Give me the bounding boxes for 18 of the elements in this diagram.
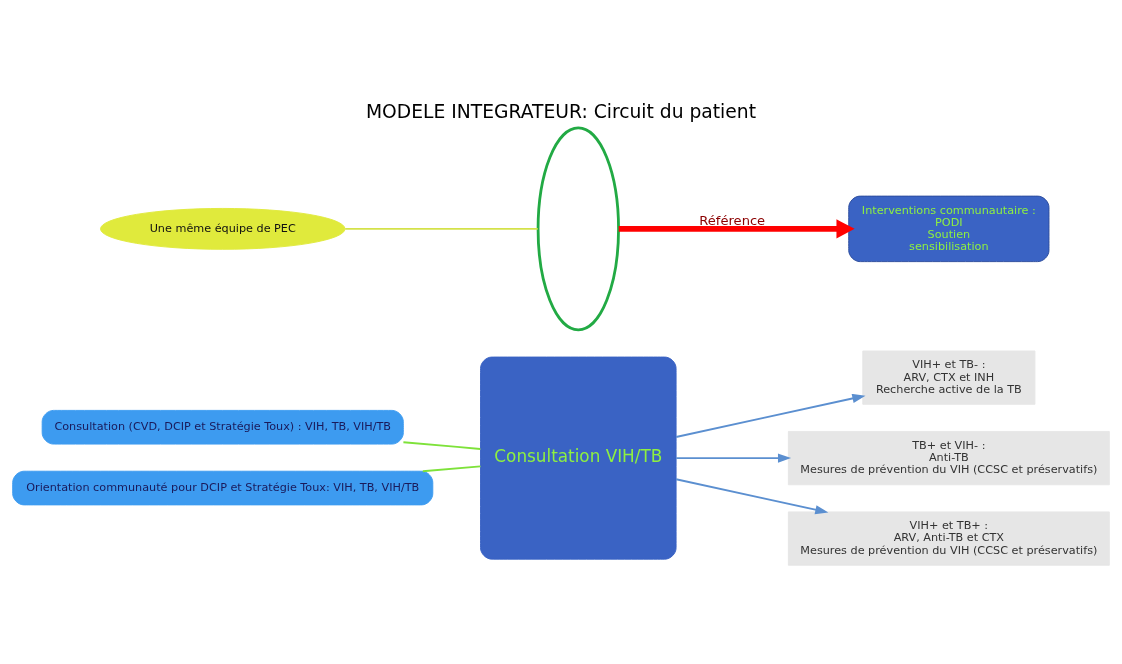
arrow [675,453,792,463]
node-ellipse: Une même équipe de PEC [100,207,346,250]
node-box: Consultation VIH/TB [480,356,677,560]
node-box: VIH+ et TB- : ARV, CTX et INH Recherche active de la TB [862,350,1036,405]
node-box: VIH+ et TB+ : ARV, Anti-TB et CTX Mesures de prévention du VIH (CCSC et préservatifs) [787,510,1110,566]
connector [402,440,482,450]
arrow [618,218,855,238]
node-box: Consultation (CVD, DCIP et Stratégie Toux) : VIH, TB, VIH/TB [41,409,404,445]
arrow [675,393,866,438]
edge-label: Référence [699,212,766,228]
connector [344,227,539,230]
node-ellipse [536,125,620,331]
node-box: TB+ et VIH- : Anti-TB Mesures de prévention du VIH (CCSC et préservatifs) [787,430,1110,485]
node-box: Orientation communauté pour DCIP et Stratégie Toux: VIH, TB, VIH/TB [12,470,434,505]
node-box: Interventions communautaire : PODI Soutien sensibilisation [848,195,1050,262]
diagram-title: MODELE INTEGRATEUR: Circuit du patient [365,100,757,122]
connector [421,464,482,472]
arrow [675,477,829,514]
